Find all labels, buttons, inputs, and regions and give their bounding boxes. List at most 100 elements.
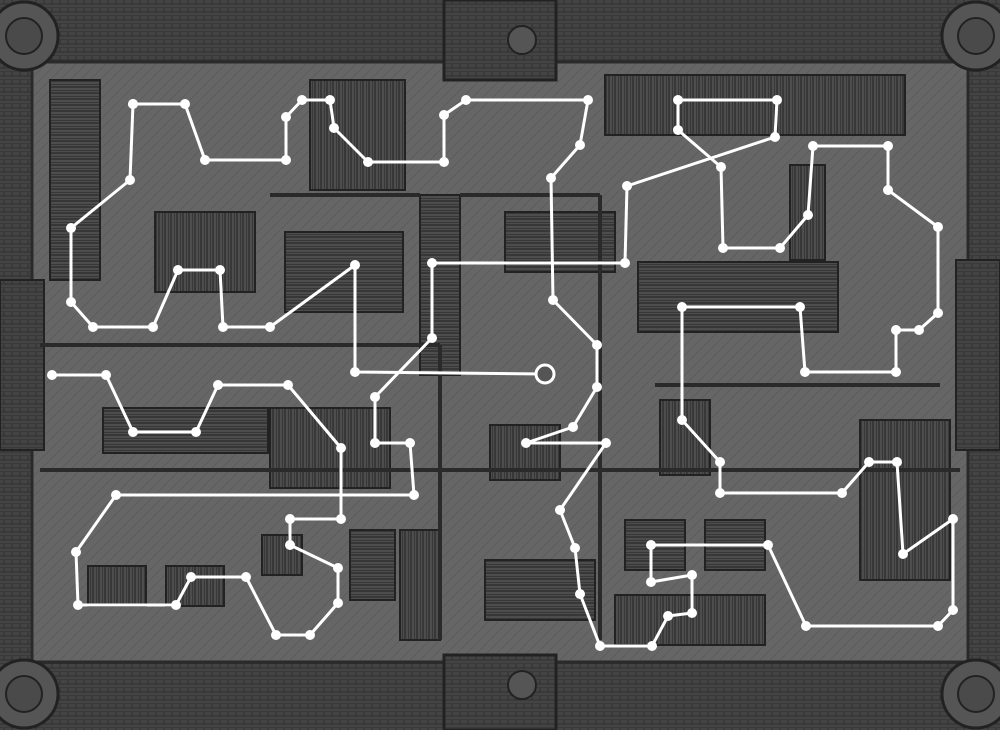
waypoint[interactable]: [427, 333, 437, 343]
waypoint[interactable]: [213, 380, 223, 390]
waypoint[interactable]: [592, 382, 602, 392]
waypoint[interactable]: [546, 173, 556, 183]
waypoint[interactable]: [914, 325, 924, 335]
waypoint[interactable]: [336, 514, 346, 524]
waypoint[interactable]: [333, 563, 343, 573]
waypoint[interactable]: [555, 505, 565, 515]
waypoint[interactable]: [285, 514, 295, 524]
waypoint[interactable]: [200, 155, 210, 165]
waypoint[interactable]: [673, 125, 683, 135]
waypoint[interactable]: [333, 598, 343, 608]
waypoint[interactable]: [409, 490, 419, 500]
waypoint[interactable]: [271, 630, 281, 640]
waypoint[interactable]: [439, 157, 449, 167]
waypoint[interactable]: [933, 222, 943, 232]
waypoint[interactable]: [73, 600, 83, 610]
waypoint[interactable]: [370, 392, 380, 402]
waypoint[interactable]: [687, 570, 697, 580]
waypoint[interactable]: [171, 600, 181, 610]
target-circle-icon[interactable]: [534, 363, 556, 385]
waypoint[interactable]: [305, 630, 315, 640]
waypoint[interactable]: [620, 258, 630, 268]
waypoint[interactable]: [687, 608, 697, 618]
waypoint[interactable]: [241, 572, 251, 582]
waypoint[interactable]: [718, 243, 728, 253]
waypoint[interactable]: [677, 415, 687, 425]
waypoint[interactable]: [283, 380, 293, 390]
waypoint[interactable]: [646, 577, 656, 587]
waypoint[interactable]: [285, 540, 295, 550]
waypoint[interactable]: [521, 438, 531, 448]
waypoint[interactable]: [663, 611, 673, 621]
waypoint[interactable]: [646, 540, 656, 550]
waypoint[interactable]: [763, 540, 773, 550]
waypoint[interactable]: [715, 488, 725, 498]
waypoint[interactable]: [891, 325, 901, 335]
waypoint[interactable]: [803, 210, 813, 220]
waypoint[interactable]: [101, 370, 111, 380]
waypoint[interactable]: [427, 258, 437, 268]
waypoint[interactable]: [601, 438, 611, 448]
waypoint[interactable]: [325, 95, 335, 105]
waypoint[interactable]: [795, 302, 805, 312]
waypoint[interactable]: [583, 95, 593, 105]
waypoint[interactable]: [461, 95, 471, 105]
waypoint[interactable]: [88, 322, 98, 332]
waypoint[interactable]: [148, 322, 158, 332]
waypoint[interactable]: [575, 140, 585, 150]
waypoint[interactable]: [948, 514, 958, 524]
waypoint[interactable]: [575, 589, 585, 599]
waypoint[interactable]: [111, 490, 121, 500]
waypoint[interactable]: [297, 95, 307, 105]
waypoint[interactable]: [892, 457, 902, 467]
waypoint[interactable]: [772, 95, 782, 105]
waypoint[interactable]: [715, 457, 725, 467]
waypoint[interactable]: [336, 443, 346, 453]
waypoint[interactable]: [71, 547, 81, 557]
waypoint[interactable]: [265, 322, 275, 332]
waypoint[interactable]: [808, 141, 818, 151]
waypoint[interactable]: [363, 157, 373, 167]
waypoint[interactable]: [948, 605, 958, 615]
waypoint[interactable]: [933, 308, 943, 318]
waypoint[interactable]: [405, 438, 415, 448]
waypoint[interactable]: [66, 223, 76, 233]
waypoint[interactable]: [595, 641, 605, 651]
waypoint[interactable]: [370, 438, 380, 448]
waypoint[interactable]: [128, 427, 138, 437]
waypoint[interactable]: [173, 265, 183, 275]
waypoint[interactable]: [66, 297, 76, 307]
waypoint[interactable]: [891, 367, 901, 377]
waypoint[interactable]: [775, 243, 785, 253]
waypoint[interactable]: [186, 572, 196, 582]
waypoint[interactable]: [128, 99, 138, 109]
waypoint[interactable]: [592, 340, 602, 350]
waypoint[interactable]: [439, 110, 449, 120]
waypoint[interactable]: [329, 123, 339, 133]
waypoint[interactable]: [898, 549, 908, 559]
waypoint[interactable]: [883, 141, 893, 151]
waypoint[interactable]: [191, 427, 201, 437]
waypoint[interactable]: [864, 457, 874, 467]
waypoint[interactable]: [215, 265, 225, 275]
waypoint[interactable]: [281, 112, 291, 122]
waypoint[interactable]: [180, 99, 190, 109]
waypoint[interactable]: [933, 621, 943, 631]
waypoint[interactable]: [800, 367, 810, 377]
waypoint[interactable]: [883, 185, 893, 195]
waypoint[interactable]: [677, 302, 687, 312]
waypoint[interactable]: [350, 260, 360, 270]
waypoint[interactable]: [350, 367, 360, 377]
waypoint[interactable]: [281, 155, 291, 165]
waypoint[interactable]: [548, 295, 558, 305]
waypoint[interactable]: [801, 621, 811, 631]
waypoint[interactable]: [716, 162, 726, 172]
waypoint[interactable]: [622, 181, 632, 191]
waypoint[interactable]: [837, 488, 847, 498]
waypoint[interactable]: [647, 641, 657, 651]
waypoint[interactable]: [218, 322, 228, 332]
waypoint[interactable]: [570, 543, 580, 553]
waypoint[interactable]: [568, 422, 578, 432]
waypoint[interactable]: [770, 132, 780, 142]
